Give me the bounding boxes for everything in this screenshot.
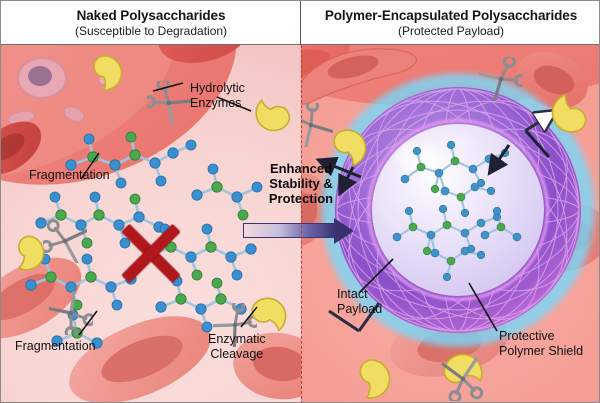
label-fragmentation-top: Fragmentation — [29, 168, 110, 182]
scissors-icon — [441, 357, 484, 401]
label-fragmentation-bottom: Fragmentation — [15, 339, 96, 353]
enzyme-icon — [255, 98, 291, 132]
panel-divider — [300, 45, 302, 402]
enzyme-icon — [443, 353, 483, 384]
enzyme-icon — [17, 235, 45, 271]
polysaccharide-fragments-left — [25, 131, 263, 349]
transition-arrow-shaft — [243, 223, 335, 238]
header-left: Naked Polysaccharides (Susceptible to De… — [1, 1, 301, 45]
header-separator — [300, 1, 301, 45]
label-hydrolytic-enzymes-text: Hydrolytic Enzymes — [190, 81, 245, 110]
header-left-subtitle: (Susceptible to Degradation) — [74, 24, 228, 38]
blood-cell-swoosh-shape — [301, 48, 417, 105]
cell-nucleus-a-core — [28, 66, 52, 86]
enzyme-icon — [359, 359, 391, 399]
transition-arrow-head — [334, 217, 354, 244]
capsule-inner-ring — [367, 119, 549, 301]
enzyme-icon — [251, 297, 287, 332]
polysaccharide-intact-right — [392, 140, 522, 282]
scissors-icon — [479, 57, 523, 101]
leader-lines-left — [78, 82, 258, 336]
header-band: Naked Polysaccharides (Susceptible to De… — [1, 1, 599, 45]
deflection-arrows — [315, 45, 600, 197]
enzyme-icon — [333, 129, 367, 167]
header-left-title: Naked Polysaccharides — [76, 8, 226, 23]
scissors-icon — [213, 303, 257, 347]
scissors-icon — [49, 291, 93, 335]
polymer-capsule — [321, 73, 595, 347]
label-intact-payload: Intact Payload — [337, 287, 383, 316]
capsule-specular-small — [453, 137, 469, 147]
leader-lines-right — [328, 258, 498, 333]
label-protective-polymer-shield: Protective Polymer Shield — [499, 329, 584, 358]
enzyme-icon — [93, 55, 123, 91]
scissors-icon — [43, 219, 87, 263]
scissors-icon — [301, 103, 333, 147]
header-right-subtitle: (Protected Payload) — [397, 24, 505, 38]
label-enzymatic-cleavage: Enzymatic Cleavage — [208, 332, 266, 361]
header-right: Polymer-Encapsulated Polysaccharides (Pr… — [301, 1, 599, 45]
header-right-title: Polymer-Encapsulated Polysaccharides — [324, 8, 578, 23]
